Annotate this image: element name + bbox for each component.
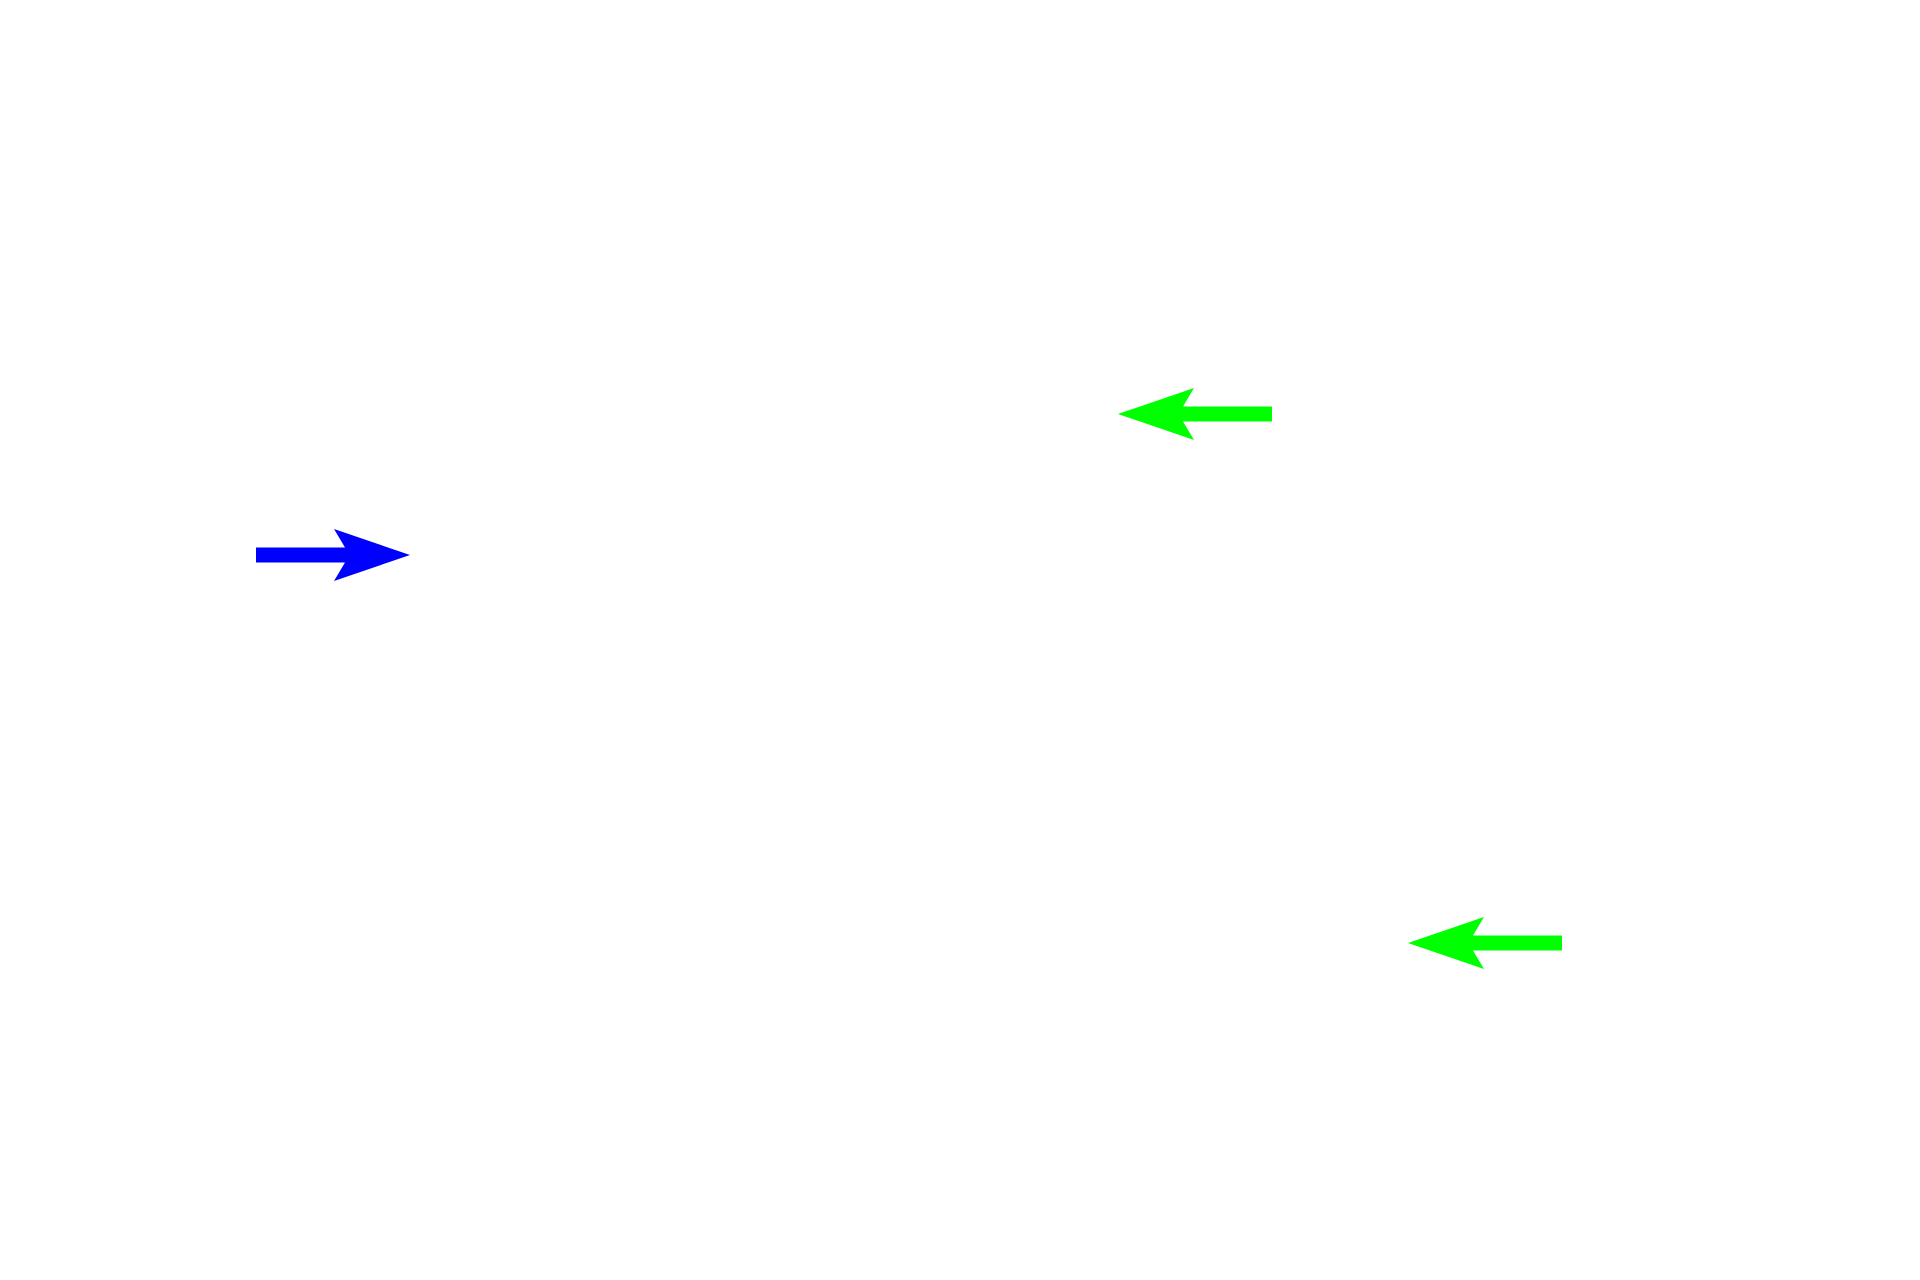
green-arrow-lower-head — [1408, 917, 1484, 969]
blue-arrow-right-icon — [256, 529, 410, 581]
green-arrow-upper-shaft — [1180, 406, 1272, 422]
green-arrow-upper-head — [1118, 388, 1194, 440]
green-arrow-lower-shaft — [1470, 935, 1562, 951]
blue-arrow-shaft — [256, 547, 348, 563]
green-arrow-left-icon-lower — [1408, 917, 1562, 969]
blue-arrow-head — [334, 529, 410, 581]
green-arrow-left-icon-upper — [1118, 388, 1272, 440]
